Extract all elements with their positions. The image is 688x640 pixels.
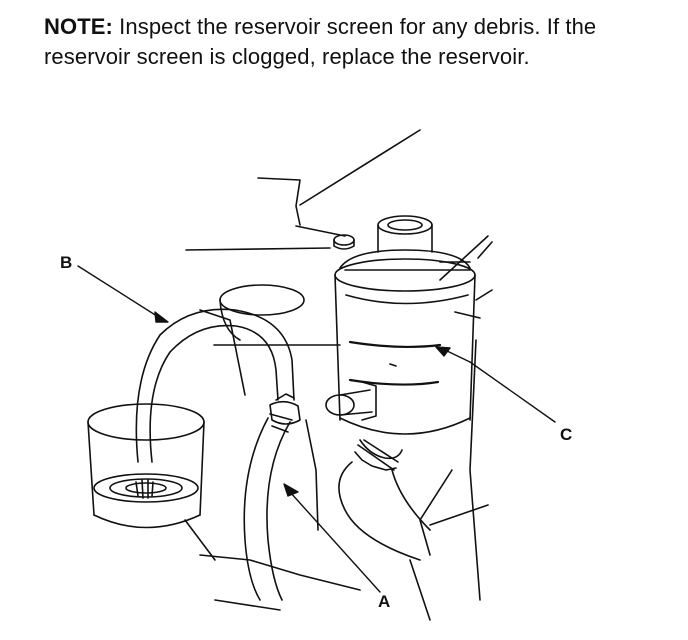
leader-lines (77, 265, 556, 593)
hose-clamp (269, 393, 301, 425)
note-paragraph: NOTE: Inspect the reservoir screen for a… (44, 12, 674, 72)
leader-c (469, 361, 556, 423)
reservoir-body (334, 249, 481, 435)
inlet-pipe (325, 381, 377, 421)
note-label: NOTE: (44, 14, 113, 39)
bolt-head (333, 234, 355, 250)
note-text: Inspect the reservoir screen for any deb… (44, 14, 597, 69)
engine-bay-outline (184, 129, 493, 621)
callout-b: B (60, 253, 72, 272)
outlet-hose (338, 439, 431, 561)
leader-a (289, 491, 381, 593)
reservoir-cap (377, 215, 433, 253)
return-hose (243, 413, 293, 601)
callout-a: A (378, 592, 390, 611)
drain-container (87, 403, 205, 529)
leader-b (77, 265, 161, 319)
callout-c: C (560, 425, 572, 444)
